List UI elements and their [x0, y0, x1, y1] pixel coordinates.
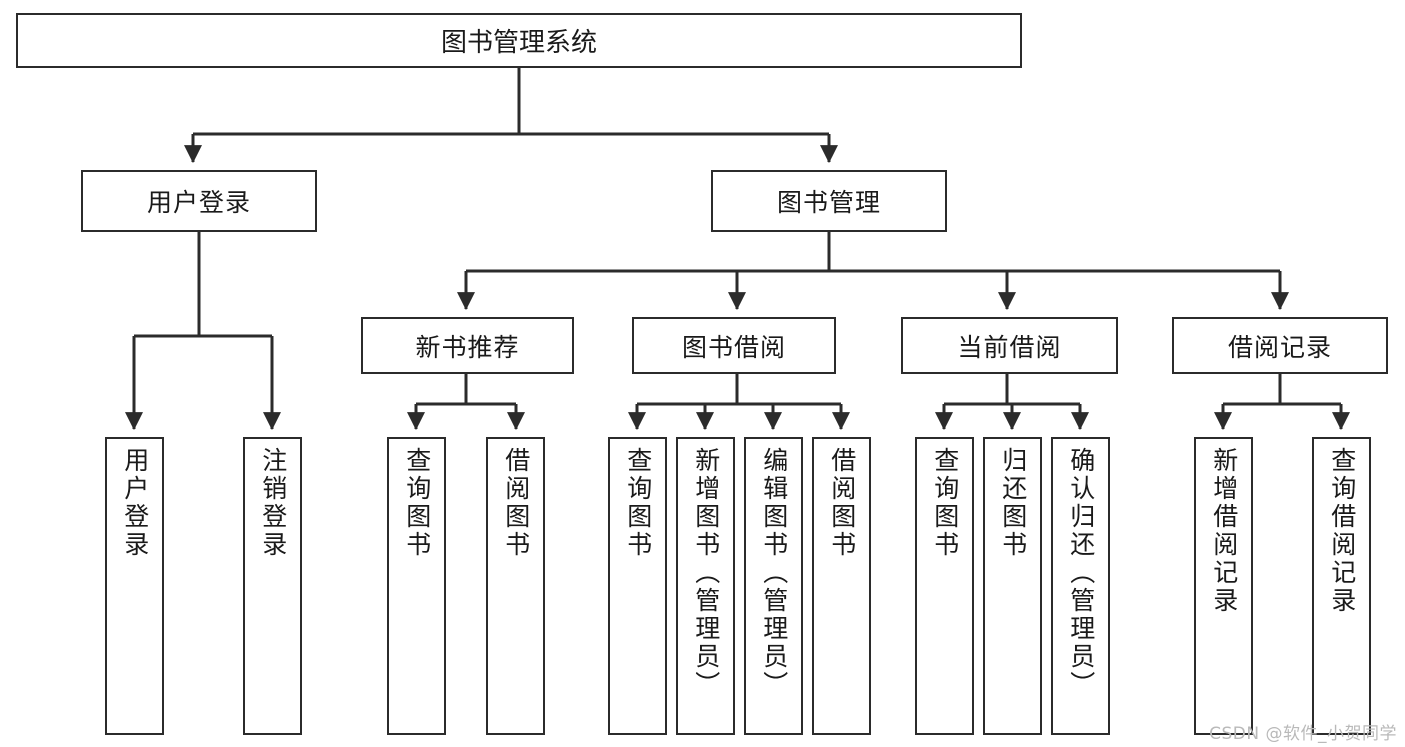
- node-leaf-return-book[interactable]: 归还图书: [983, 437, 1042, 735]
- node-user-login-label: 用户登录: [146, 188, 251, 217]
- node-leaf-borrow-book-1-label: 借阅图书: [501, 447, 531, 559]
- node-leaf-logout[interactable]: 注销登录: [243, 437, 302, 735]
- node-leaf-user-login[interactable]: 用户登录: [105, 437, 164, 735]
- node-root[interactable]: 图书管理系统: [16, 13, 1022, 68]
- node-book-manage-label: 图书管理: [776, 188, 881, 217]
- node-leaf-return-book-label: 归还图书: [998, 447, 1028, 559]
- node-leaf-query-book-2-label: 查询图书: [623, 447, 653, 559]
- node-leaf-query-record-label: 查询借阅记录: [1327, 447, 1357, 615]
- node-leaf-add-record-label: 新增借阅记录: [1209, 447, 1239, 615]
- node-leaf-query-book-3[interactable]: 查询图书: [915, 437, 974, 735]
- node-leaf-logout-label: 注销登录: [258, 447, 288, 559]
- node-leaf-add-record[interactable]: 新增借阅记录: [1194, 437, 1253, 735]
- node-leaf-add-book-label: 新增图书（管理员）: [691, 447, 721, 699]
- node-user-login[interactable]: 用户登录: [81, 170, 317, 232]
- node-leaf-confirm-return-label: 确认归还（管理员）: [1066, 447, 1096, 699]
- node-leaf-query-record[interactable]: 查询借阅记录: [1312, 437, 1371, 735]
- node-leaf-query-book-3-label: 查询图书: [930, 447, 960, 559]
- node-borrow-record-label: 借阅记录: [1227, 332, 1332, 362]
- node-leaf-borrow-book-2[interactable]: 借阅图书: [812, 437, 871, 735]
- node-leaf-query-book-2[interactable]: 查询图书: [608, 437, 667, 735]
- node-leaf-borrow-book-2-label: 借阅图书: [827, 447, 857, 559]
- node-leaf-add-book[interactable]: 新增图书（管理员）: [676, 437, 735, 735]
- node-current-borrow-label: 当前借阅: [957, 332, 1062, 362]
- node-leaf-query-book-1[interactable]: 查询图书: [387, 437, 446, 735]
- node-leaf-edit-book-label: 编辑图书（管理员）: [759, 447, 789, 699]
- node-new-book-recommend-label: 新书推荐: [415, 332, 520, 362]
- node-book-manage[interactable]: 图书管理: [711, 170, 947, 232]
- node-leaf-borrow-book-1[interactable]: 借阅图书: [486, 437, 545, 735]
- node-book-borrow[interactable]: 图书借阅: [632, 317, 836, 374]
- node-leaf-confirm-return[interactable]: 确认归还（管理员）: [1051, 437, 1110, 735]
- node-leaf-query-book-1-label: 查询图书: [402, 447, 432, 559]
- node-current-borrow[interactable]: 当前借阅: [901, 317, 1118, 374]
- csdn-watermark: CSDN @软件_小贺同学: [1209, 724, 1397, 744]
- node-book-borrow-label: 图书借阅: [681, 332, 786, 362]
- node-new-book-recommend[interactable]: 新书推荐: [361, 317, 574, 374]
- node-root-label: 图书管理系统: [440, 28, 597, 58]
- node-leaf-user-login-label: 用户登录: [120, 447, 150, 559]
- node-leaf-edit-book[interactable]: 编辑图书（管理员）: [744, 437, 803, 735]
- node-borrow-record[interactable]: 借阅记录: [1172, 317, 1388, 374]
